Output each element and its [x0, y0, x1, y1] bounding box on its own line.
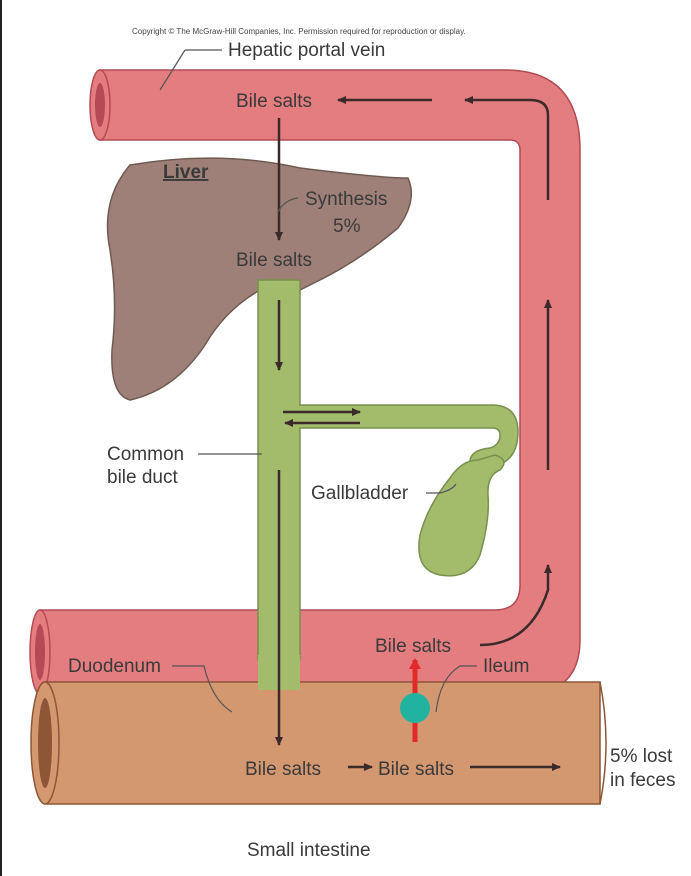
label-bile-salts-intestine-2: Bile salts	[378, 759, 454, 780]
label-common-bile-duct-line2: bile duct	[107, 467, 178, 488]
label-small-intestine: Small intestine	[247, 840, 371, 861]
label-bile-salts-intestine-1: Bile salts	[245, 759, 321, 780]
label-hepatic-portal-vein: Hepatic portal vein	[228, 40, 385, 61]
gallbladder	[419, 455, 504, 576]
vein-bottom-lumen	[35, 624, 45, 680]
intestine-lumen	[38, 698, 52, 788]
label-ileum: Ileum	[483, 656, 529, 677]
intestine-end	[600, 682, 606, 804]
ileum-transporter	[400, 693, 430, 723]
label-synthesis-percent: 5%	[333, 216, 361, 237]
label-common-bile-duct-line1: Common	[107, 444, 184, 465]
vein-top-lumen	[95, 83, 105, 127]
label-bile-salts-vein-top: Bile salts	[236, 91, 312, 112]
label-lost-line2: in feces	[610, 770, 675, 791]
label-lost-line1: 5% lost	[610, 746, 673, 767]
small-intestine	[45, 682, 600, 804]
label-bile-salts-liver: Bile salts	[236, 250, 312, 271]
label-liver: Liver	[163, 162, 209, 183]
copyright-notice: Copyright © The McGraw-Hill Companies, I…	[132, 27, 466, 36]
label-gallbladder: Gallbladder	[311, 483, 409, 504]
label-synthesis: Synthesis	[305, 189, 387, 210]
label-duodenum: Duodenum	[68, 656, 161, 677]
label-bile-salts-vein-bottom: Bile salts	[375, 636, 451, 657]
